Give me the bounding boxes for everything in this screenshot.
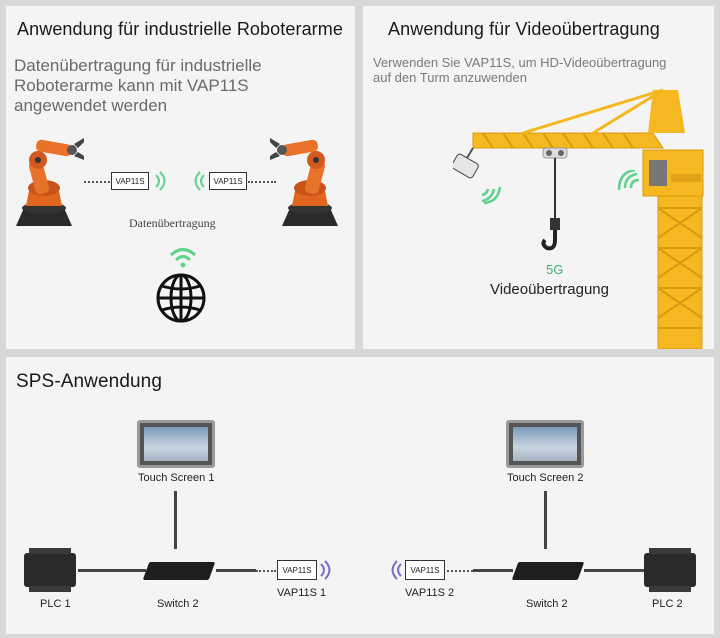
wifi-signal-right-icon [155,171,166,191]
band-label: 5G [546,262,564,277]
switch-left-icon [142,562,216,580]
touch-screen-1-label: Touch Screen 1 [138,472,215,484]
touch-screen-2-label: Touch Screen 2 [507,472,584,484]
vap-device-right: VAP11S [209,172,247,190]
video-desc-line-1: Verwenden Sie VAP11S, um HD-Videoübertra… [373,55,667,70]
plc-2-icon [644,548,696,592]
robot-desc-line-3: angewendet werden [14,96,168,115]
robot-arm-panel: Anwendung für industrielle Roboterarme D… [6,6,355,349]
cable-ts1-switch [174,491,177,549]
sps-panel: SPS-Anwendung Touch Screen 1 Touch Scree… [6,357,714,634]
vap1-link-dots [256,570,276,572]
robot-arm-left-icon [16,138,84,226]
cable-switch-plc2 [584,569,644,572]
plc-1-icon [24,548,76,592]
globe-icon [156,273,206,323]
vap-device-left: VAP11S [111,172,149,190]
cable-vap2-switch [473,569,513,572]
cable-plc1-switch [78,569,146,572]
wifi-signal-left-icon [194,171,205,191]
plc-1-label: PLC 1 [40,598,71,610]
video-desc-line-2: auf den Turm anzuwenden [373,70,527,85]
vap11s-2-label: VAP11S 2 [405,587,455,599]
robot-desc-line-1: Datenübertragung für industrielle [14,56,262,75]
wifi-broadcast-icon [169,248,197,268]
video-transfer-panel: Anwendung für Videoübertragung Verwenden… [363,6,714,349]
vap11s-1-device: VAP11S [277,560,317,580]
camera-signal-icon [481,186,502,205]
plc-2-label: PLC 2 [652,598,683,610]
switch-left-label: Switch 2 [157,598,199,610]
cab-signal-icon [617,170,640,191]
vap2-signal-icon [391,560,402,580]
robot-link-left-dots [84,181,110,183]
vap11s-2-device: VAP11S [405,560,445,580]
cable-switch-vap1 [216,569,256,572]
tower-crane-icon [453,88,704,349]
robot-panel-description: Datenübertragung für industrielle Robote… [14,56,262,116]
robot-desc-line-2: Roboterarme kann mit VAP11S [14,76,249,95]
vap11s-1-label: VAP11S 1 [277,587,327,599]
sps-panel-title: SPS-Anwendung [16,371,163,392]
vap1-signal-icon [320,560,331,580]
video-transfer-label: Videoübertragung [490,281,609,298]
robot-arm-right-icon [270,138,338,226]
switch-right-label: Switch 2 [526,598,568,610]
robot-link-right-dots [248,181,276,183]
data-transfer-label: Datenübertragung [129,216,216,230]
cable-ts2-switch [544,491,547,549]
vap2-link-dots [447,570,473,572]
robot-panel-title: Anwendung für industrielle Roboterarme [17,19,343,39]
video-panel-title: Anwendung für Videoübertragung [388,19,660,39]
touch-screen-1-icon [137,420,215,468]
switch-right-icon [511,562,585,580]
touch-screen-2-icon [506,420,584,468]
video-panel-description: Verwenden Sie VAP11S, um HD-Videoübertra… [373,55,666,85]
